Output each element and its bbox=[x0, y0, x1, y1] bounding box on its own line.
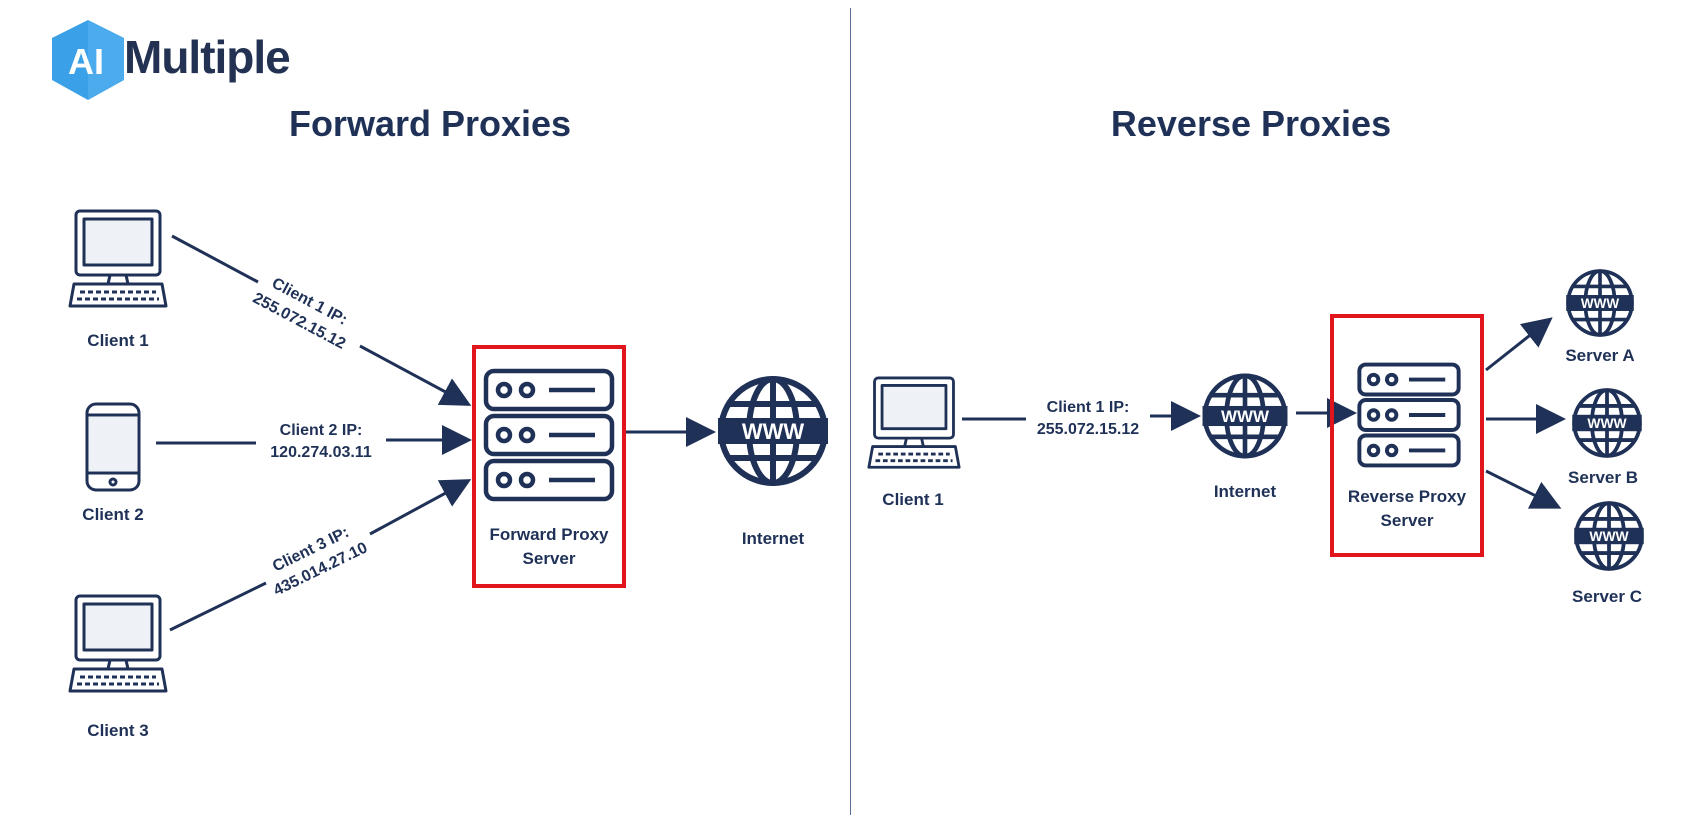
forward-internet-label: Internet bbox=[741, 529, 805, 548]
server-c-label: Server C bbox=[1572, 587, 1642, 606]
desktop-computer-icon bbox=[68, 209, 168, 308]
reverse-client-ip-title: Client 1 IP: bbox=[1046, 399, 1130, 416]
client3-arrow bbox=[369, 479, 472, 536]
client1-connector-start bbox=[171, 234, 259, 284]
globe-www-text: WWW bbox=[1589, 528, 1629, 544]
logo-badge-text: AI bbox=[68, 41, 104, 82]
globe-www-icon: WWW bbox=[1572, 388, 1642, 458]
globe-www-text: WWW bbox=[1581, 296, 1619, 311]
reverse-proxy-highlight-box bbox=[1330, 314, 1484, 557]
server-b-label: Server B bbox=[1568, 468, 1638, 487]
logo-wordmark: Multiple bbox=[124, 31, 291, 83]
globe-www-text: WWW bbox=[1221, 407, 1269, 426]
globe-www-text: WWW bbox=[742, 419, 805, 444]
section-divider bbox=[850, 8, 851, 815]
reverse-internet-label: Internet bbox=[1213, 482, 1277, 501]
globe-www-icon: WWW bbox=[1202, 373, 1288, 459]
globe-www-icon: WWW bbox=[718, 376, 828, 486]
client-2-ip-label: Client 2 IP: 120.274.03.11 bbox=[256, 420, 386, 464]
client-2-ip-value: 120.274.03.11 bbox=[270, 444, 372, 461]
server-a-label: Server A bbox=[1565, 346, 1635, 365]
reverse-client-ip-value: 255.072.15.12 bbox=[1036, 421, 1140, 438]
logo-hexagon-icon: AI bbox=[52, 20, 124, 100]
aimultiple-logo: AI Multiple bbox=[48, 18, 291, 102]
globe-www-icon: WWW bbox=[1574, 501, 1644, 571]
server-rack-icon bbox=[1357, 362, 1461, 468]
forward-proxies-title: Forward Proxies bbox=[288, 103, 572, 144]
forward-proxy-label: Forward Proxy Server bbox=[489, 525, 609, 568]
desktop-computer-icon bbox=[867, 376, 961, 469]
reverse-proxies-title: Reverse Proxies bbox=[1110, 103, 1392, 144]
reverse-proxy-label: Reverse Proxy Server bbox=[1347, 487, 1467, 530]
server-rack-icon bbox=[483, 368, 615, 502]
client-2-ip-title: Client 2 IP: bbox=[279, 422, 363, 439]
client-3-label: Client 3 bbox=[87, 721, 149, 740]
smartphone-icon bbox=[85, 402, 141, 492]
client1-arrow bbox=[359, 344, 472, 406]
client-1-label: Client 1 bbox=[87, 331, 149, 350]
client3-connector-start bbox=[169, 581, 267, 632]
reverse-client-ip-label: Client 1 IP: 255.072.15.12 bbox=[1026, 397, 1150, 441]
to-server-c-arrow bbox=[1485, 469, 1562, 509]
globe-www-icon: WWW bbox=[1566, 269, 1634, 337]
desktop-computer-icon bbox=[68, 594, 168, 693]
globe-www-text: WWW bbox=[1587, 415, 1627, 431]
to-server-a-arrow bbox=[1485, 317, 1553, 372]
client-2-label: Client 2 bbox=[82, 505, 144, 524]
forward-proxy-highlight-box bbox=[472, 345, 626, 588]
reverse-client-label: Client 1 bbox=[882, 490, 944, 509]
